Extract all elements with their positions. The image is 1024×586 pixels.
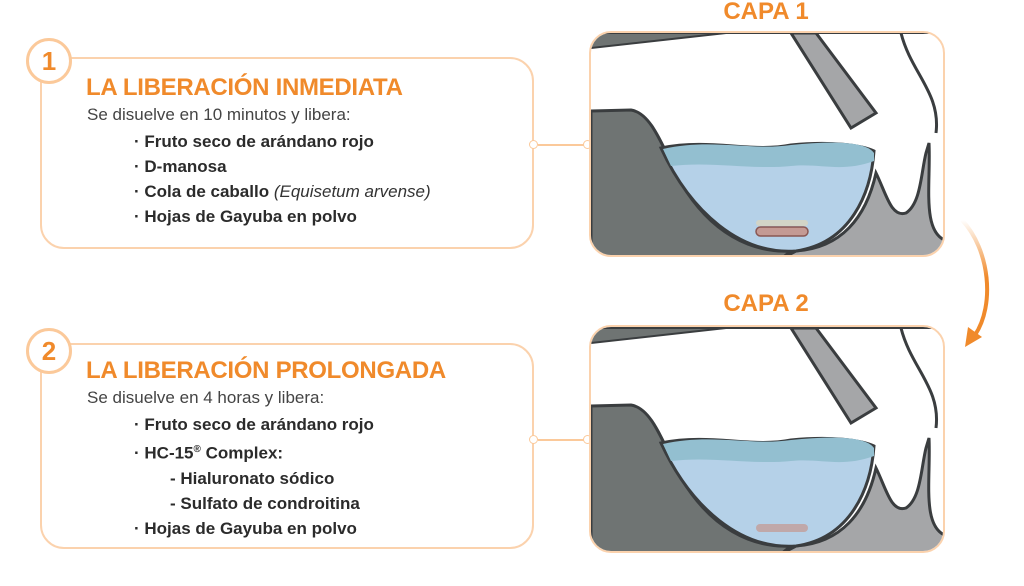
bladder-illustration <box>591 327 943 551</box>
list-item: · HC-15® Complex: <box>134 437 374 466</box>
connector-dot <box>529 435 538 444</box>
arrow-down-icon <box>960 218 990 347</box>
layer-2-ingredient-list: · Fruto seco de arándano rojo · HC-15® C… <box>134 412 374 541</box>
layer-1-card <box>40 57 534 249</box>
item-text: · HC-15 <box>134 443 194 463</box>
list-item: · Fruto seco de arándano rojo <box>134 415 374 434</box>
item-text: · Cola de caballo <box>134 182 274 201</box>
connector-dot <box>529 140 538 149</box>
item-latin-name: (Equisetum arvense) <box>273 182 431 201</box>
layer-1-capa-label: CAPA 1 <box>723 0 809 25</box>
layer-2-subtitle: Se disuelve en 4 horas y libera: <box>87 388 325 407</box>
layer-2-title: LA LIBERACIÓN PROLONGADA <box>86 357 446 384</box>
layer-1-illustration <box>589 31 945 257</box>
trademark-symbol: ® <box>193 444 201 455</box>
connector-line <box>538 144 588 146</box>
layer-2-card <box>40 343 534 549</box>
list-item: · Fruto seco de arándano rojo <box>134 132 374 151</box>
layer-1-ingredient-list: · Fruto seco de arándano rojo · D-manosa… <box>134 129 431 229</box>
list-subitem: - Hialuronato sódico <box>170 468 335 488</box>
list-item: · D-manosa <box>134 157 227 176</box>
item-text-suffix: Complex: <box>200 443 284 463</box>
bladder-illustration <box>591 33 943 255</box>
list-item: · Cola de caballo (Equisetum arvense) <box>134 179 431 204</box>
layer-1-number-badge: 1 <box>26 38 72 84</box>
connector-line <box>538 439 588 441</box>
layer-1-subtitle: Se disuelve en 10 minutos y libera: <box>87 105 351 124</box>
layer-2-illustration <box>589 325 945 553</box>
layer-2-number-badge: 2 <box>26 328 72 374</box>
list-subitem: - Sulfato de condroitina <box>170 493 360 513</box>
layer-2-capa-label: CAPA 2 <box>723 290 809 317</box>
list-item: · Hojas de Gayuba en polvo <box>134 518 357 538</box>
layer-1-title: LA LIBERACIÓN INMEDIATA <box>86 74 403 101</box>
list-item: · Hojas de Gayuba en polvo <box>134 207 357 226</box>
